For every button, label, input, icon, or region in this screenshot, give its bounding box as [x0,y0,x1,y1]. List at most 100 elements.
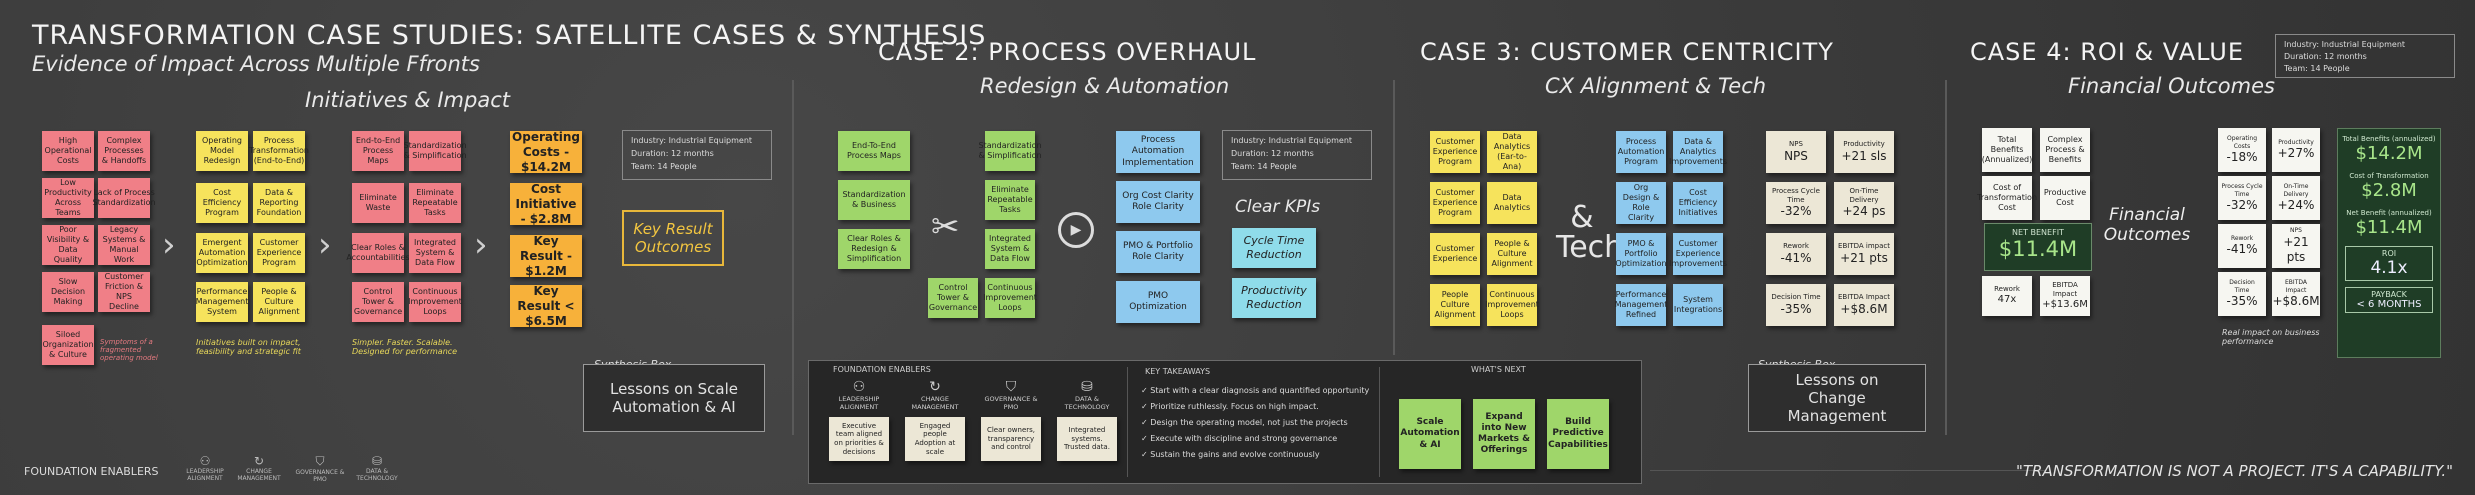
sticky-note: PMO Optimization [1116,281,1200,323]
result-note: Cost Initiative - $2.8M [510,182,582,226]
refresh-icon: ↻ [929,379,941,395]
kpi-note: Productivity Reduction [1232,278,1316,318]
metric-note: EBITDA impact+21 pts [1834,233,1894,275]
sticky-note: Performance Management System [196,282,248,322]
database-icon: ⛁ [371,454,383,468]
enabler-change: ↻ CHANGE MANAGEMENT Engaged people Adopt… [905,379,965,461]
people-icon: ⚇ [199,454,211,468]
sticky-note: Performance Management Refined [1615,284,1667,326]
sticky-note: Customer Experience Improvements [1669,233,1727,275]
foundation-label: FOUNDATION ENABLERS [833,365,931,374]
shield-icon: ⛉ [315,454,325,468]
result-note: Operating Costs - $14.2M [510,130,582,174]
divider [1127,367,1128,477]
takeaway-item: ✓ Sustain the gains and evolve continuou… [1141,450,1320,459]
enabler-data: ⛁ DATA & TECHNOLOGY Integrated systems. … [1057,379,1117,461]
case3-heading: CASE 3: CUSTOMER CENTRICITY [1420,38,1834,66]
sticky-note: End-to-End Process Maps [352,131,404,171]
sticky-note: EBITDA Impact+$13.6M [2040,276,2090,316]
sticky-note: Customer Experience [1430,233,1480,275]
result-note: Key Result < $6.5M [510,284,582,328]
sticky-note: Org Design & Role Clarity [1616,182,1666,224]
sticky-note: Process Transformation (End-to-End) [249,131,309,171]
sticky-note: Cost of Transformation Cost [1977,176,2037,220]
info-team: Team: 14 People [2284,64,2350,73]
sticky-note: PMO & Portfolio Optimization [1615,233,1667,275]
sticky-note: Continuous Improvement Loops [983,278,1037,318]
sticky-note: Complex Process & Benefits [2040,128,2090,172]
sticky-note: Emergent Automation Optimization [196,233,248,273]
metric-note: Process Cycle Time-32% [1766,182,1826,224]
sticky-note: End-To-End Process Maps [838,131,910,171]
financial-outcomes-label: Financial Outcomes [2103,205,2191,245]
sticky-note: Data & Analytics Improvements [1669,131,1727,173]
takeaway-item: ✓ Design the operating model, not just t… [1141,418,1348,427]
sticky-note: People & Culture Alignment [253,282,305,322]
sticky-note: People Culture Alignment [1430,284,1480,326]
sticky-note: Legacy Systems & Manual Work [98,225,150,265]
column-note: Symptoms of a fragmented operating model [100,338,158,362]
divider [1945,80,1947,435]
divider [792,80,794,435]
takeaway-item: ✓ Start with a clear diagnosis and quant… [1141,386,1370,395]
key-result-box: Key Result Outcomes [622,210,724,266]
enabler-note: Integrated systems. Trusted data. [1057,417,1117,461]
metric-note: Rework-41% [1766,233,1826,275]
takeaways-label: KEY TAKEAWAYS [1145,367,1211,376]
sticky-note: Data Analytics [1487,182,1537,224]
sticky-note: Continuous Improvement Loops [408,282,462,322]
sticky-note: Siloed Organization & Culture [42,325,94,365]
chevron-right-icon: › [162,225,176,265]
takeaways-list: ✓ Start with a clear diagnosis and quant… [1141,383,1381,463]
payback-box: PAYBACK < 6 MONTHS [2345,287,2433,313]
info-box: Industry: Industrial Equipment Duration:… [622,130,772,180]
info-industry: Industry: Industrial Equipment [2284,40,2406,49]
sticky-note: Org Cost Clarity Role Clarity [1116,181,1200,223]
metric-note: Decision Time-35% [2218,272,2266,316]
refresh-icon: ↻ [253,454,265,468]
next-note: Build Predictive Capabilities [1547,399,1609,469]
footer-enabler: ⛉GOVERNANCE & PMO [295,454,345,483]
sticky-note: Standardization & Business [838,180,910,220]
sticky-note: Cost Efficiency Initiatives [1673,182,1723,224]
column-note: Initiatives built on impact, feasibility… [196,338,301,356]
metric-note: On-Time Delivery+24 ps [1834,182,1894,224]
metric-note: On-Time Delivery+24% [2272,176,2320,220]
sticky-note: Poor Visibility & Data Quality [42,225,94,265]
sticky-note: Operating Model Redesign [196,131,248,171]
metric-note: EBITDA Impact+$8.6M [2272,272,2320,316]
sticky-note: People & Culture Alignment [1487,233,1537,275]
sticky-note: Productive Cost [2040,176,2090,220]
sticky-note: Data & Reporting Foundation [253,183,305,223]
metric-note: Productivity+27% [2272,128,2320,172]
people-icon: ⚇ [852,379,866,395]
next-note: Scale Automation & AI [1399,399,1461,469]
sticky-note: Customer Experience Program [1430,131,1480,173]
info-box: Industry: Industrial Equipment Duration:… [1222,130,1372,180]
column-note: Simpler. Faster. Scalable. Designed for … [352,338,458,356]
sticky-note: Slow Decision Making [42,272,94,312]
sticky-note: Lack of Process Standardization [92,178,156,218]
metric-note: Rework-41% [2218,224,2266,268]
roi-box: ROI 4.1x [2345,246,2433,281]
sticky-note: Continuous Improvement Loops [1485,284,1539,326]
takeaway-item: ✓ Prioritize ruthlessly. Focus on high i… [1141,402,1319,411]
enabler-note: Clear owners, transparency and control [981,417,1041,461]
sticky-note: Integrated System & Data Flow [985,229,1035,269]
metric-note: Productivity+21 sls [1834,131,1894,173]
metric-note: NPS+21 pts [2272,224,2320,268]
divider [1379,367,1380,477]
footer-enabler: ↻CHANGE MANAGEMENT [234,454,284,482]
next-note: Expand into New Markets & Offerings [1473,399,1535,469]
footer-enabler: ⛁DATA & TECHNOLOGY [352,454,402,482]
info-duration: Duration: 12 months [2284,52,2367,61]
case4-subheading: Financial Outcomes [2068,74,2275,98]
sticky-note: Eliminate Repeatable Tasks [409,183,461,223]
tools-icon: ✂ [931,207,960,247]
sticky-note: Customer Friction & NPS Decline [98,272,150,312]
info-duration: Duration: 12 months [631,148,714,158]
page-subtitle: Evidence of Impact Across Multiple Ffron… [32,52,480,76]
sticky-note: Cost Efficiency Program [196,183,248,223]
info-duration: Duration: 12 months [1231,148,1314,158]
